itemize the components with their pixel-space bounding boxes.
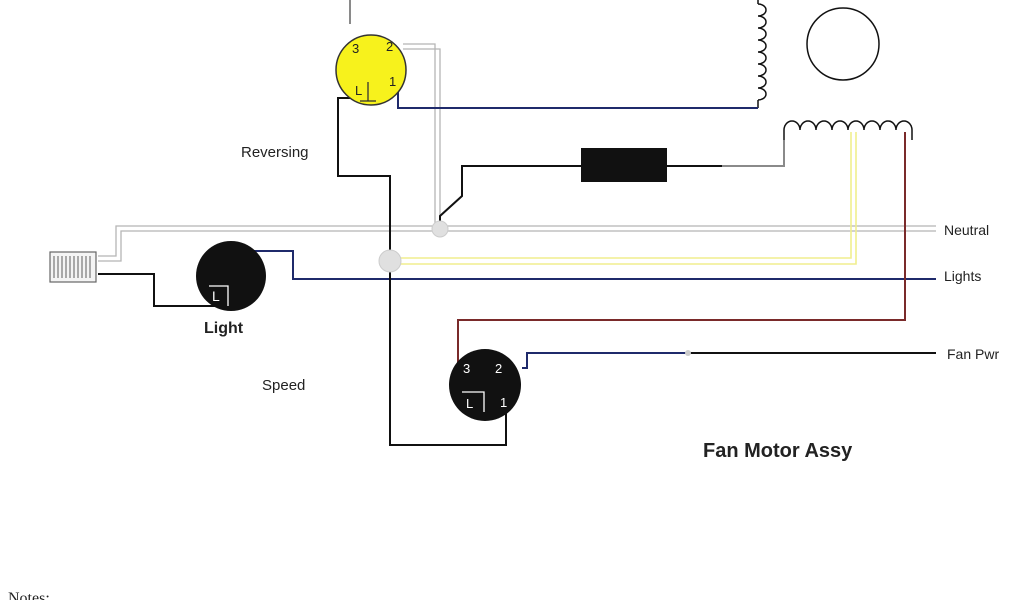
black-wires xyxy=(98,97,936,446)
neutral-splice xyxy=(431,220,449,238)
lights-splice xyxy=(378,249,402,273)
speed-terminal-1: 1 xyxy=(500,395,507,410)
fanpwr-splice xyxy=(685,350,691,356)
capacitor xyxy=(581,148,667,182)
label-notes: Notes: xyxy=(8,590,50,600)
neutral-wire xyxy=(98,43,936,262)
speed-switch: 3 2 1 L xyxy=(449,349,521,421)
gray-wires xyxy=(349,0,785,167)
red-wire xyxy=(457,132,906,372)
motor-start-coil xyxy=(783,120,913,140)
label-light: Light xyxy=(204,320,244,337)
label-fan-pwr: Fan Pwr xyxy=(947,346,999,362)
yellow-wire xyxy=(390,132,857,265)
motor-run-coil xyxy=(757,0,767,108)
light-switch: L xyxy=(196,241,266,311)
label-fan-motor-assy: Fan Motor Assy xyxy=(703,440,853,462)
label-lights: Lights xyxy=(944,268,981,284)
label-speed: Speed xyxy=(262,377,305,394)
label-reversing: Reversing xyxy=(241,144,309,161)
label-neutral: Neutral xyxy=(944,222,989,238)
motor-rotor xyxy=(806,7,880,81)
reversing-switch: 3 2 1 L xyxy=(335,34,407,106)
speed-terminal-l: L xyxy=(466,396,473,411)
light-socket xyxy=(49,251,97,283)
reversing-terminal-1: 1 xyxy=(389,74,396,89)
reversing-terminal-3: 3 xyxy=(352,41,359,56)
reversing-terminal-l: L xyxy=(355,83,362,98)
reversing-terminal-2: 2 xyxy=(386,39,393,54)
light-terminal-l: L xyxy=(212,288,220,304)
speed-terminal-2: 2 xyxy=(495,361,502,376)
speed-terminal-3: 3 xyxy=(463,361,470,376)
